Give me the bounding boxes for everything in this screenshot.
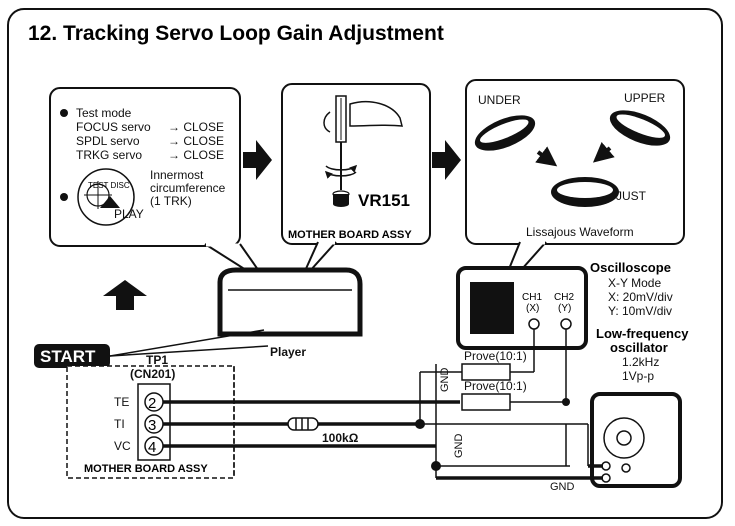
play-arrow-icon	[100, 196, 120, 208]
probe-2	[461, 393, 511, 411]
potentiometer-icon	[332, 190, 350, 207]
adjust-board-label: MOTHER BOARD ASSY	[288, 229, 412, 241]
oscillator-setting-1: 1.2kHz	[622, 355, 659, 369]
wiring	[163, 329, 603, 480]
diagram-title: 12. Tracking Servo Loop Gain Adjustment	[28, 22, 444, 45]
converge-arrow-icon	[592, 141, 615, 163]
pin-4-number: 4	[148, 439, 156, 456]
resistor-value-label: 100kΩ	[322, 431, 359, 445]
vr151-label: VR151	[358, 191, 410, 210]
ch1-label: CH1	[522, 292, 542, 303]
spdl-servo-label: SPDL servo	[76, 134, 140, 148]
junction-dot	[562, 398, 570, 406]
tp1-subtitle: (CN201)	[130, 367, 175, 381]
bullet-icon	[60, 193, 68, 201]
oscilloscope-title: Oscilloscope	[590, 260, 671, 275]
oscillator-jack	[601, 473, 611, 483]
ch2-label: CH2	[554, 292, 574, 303]
converge-arrow-icon	[535, 146, 558, 167]
pin-3-number: 3	[148, 417, 156, 434]
ch2-jack	[560, 318, 572, 330]
tp1-board-label: MOTHER BOARD ASSY	[84, 463, 208, 475]
junction-dot	[415, 419, 425, 429]
start-badge: START	[34, 344, 110, 368]
step-arrow-icon	[432, 140, 461, 180]
resistor-icon	[287, 417, 319, 431]
focus-servo-label: FOCUS servo	[76, 120, 151, 134]
probe-1-label: Prove(10:1)	[464, 349, 527, 363]
oscillator-title-2: oscillator	[610, 340, 668, 355]
gnd-label-vc: GND	[453, 434, 465, 459]
svg-text:START: START	[40, 347, 96, 366]
oscillator-jack	[601, 461, 611, 471]
bullet-icon	[60, 109, 68, 117]
spdl-servo-value: → CLOSE	[168, 134, 224, 148]
scope-setting-3: Y: 10mV/div	[608, 304, 672, 318]
junction-dot	[431, 461, 441, 471]
lissajous-just-icon	[551, 177, 619, 207]
screwdriver-hand-icon	[323, 95, 403, 190]
player-device	[217, 267, 363, 337]
test-disc-label: TEST DISC	[88, 181, 130, 190]
scope-setting-2: X: 20mV/div	[608, 290, 673, 304]
gnd-label-probe: GND	[439, 368, 451, 393]
test-mode-panel: Test mode FOCUS servo → CLOSE SPDL servo…	[49, 87, 241, 247]
probe-2-label: Prove(10:1)	[464, 379, 527, 393]
probe-1	[461, 363, 511, 381]
play-label: PLAY	[114, 207, 144, 221]
waveform-panel: UNDER UPPER JUST Lissajous Waveform	[465, 79, 685, 245]
pin-vc-label: VC	[114, 439, 131, 453]
oscilloscope-screen	[470, 282, 514, 334]
innermost-line-3: (1 TRK)	[150, 194, 192, 208]
test-disc-icon	[77, 168, 135, 226]
tp1-board: TP1 (CN201) TE TI VC 2 3 4 MOTHER BOARD …	[66, 353, 235, 479]
under-label: UNDER	[478, 93, 521, 107]
ch1-sub: (X)	[526, 303, 539, 314]
scope-setting-1: X-Y Mode	[608, 276, 661, 290]
innermost-line-2: circumference	[150, 181, 226, 195]
adjust-panel: VR151 MOTHER BOARD ASSY	[281, 83, 431, 245]
pin-2-number: 2	[148, 395, 156, 412]
oscillator-device	[590, 392, 682, 488]
ch1-jack	[528, 318, 540, 330]
oscillator-title-1: Low-frequency	[596, 326, 689, 341]
trkg-servo-value: → CLOSE	[168, 148, 224, 162]
pin-te-label: TE	[114, 395, 129, 409]
player-label: Player	[270, 345, 306, 359]
trkg-servo-label: TRKG servo	[76, 148, 142, 162]
just-label: JUST	[616, 189, 647, 203]
ch2-sub: (Y)	[558, 303, 571, 314]
upper-label: UPPER	[624, 91, 666, 105]
pin-ti-label: TI	[114, 417, 125, 431]
lissajous-upper-icon	[609, 110, 671, 146]
oscilloscope-device: CH1 (X) CH2 (Y)	[456, 266, 588, 350]
test-mode-heading: Test mode	[76, 106, 132, 120]
lissajous-caption: Lissajous Waveform	[526, 225, 634, 239]
oscillator-setting-2: 1Vp-p	[622, 369, 654, 383]
focus-servo-value: → CLOSE	[168, 120, 224, 134]
lissajous-under-icon	[474, 115, 536, 151]
step-arrow-icon	[243, 140, 272, 180]
tp1-title: TP1	[146, 353, 168, 367]
gnd-label-oscillator: GND	[550, 481, 575, 493]
innermost-line-1: Innermost	[150, 168, 204, 182]
up-arrow-icon	[103, 280, 147, 310]
